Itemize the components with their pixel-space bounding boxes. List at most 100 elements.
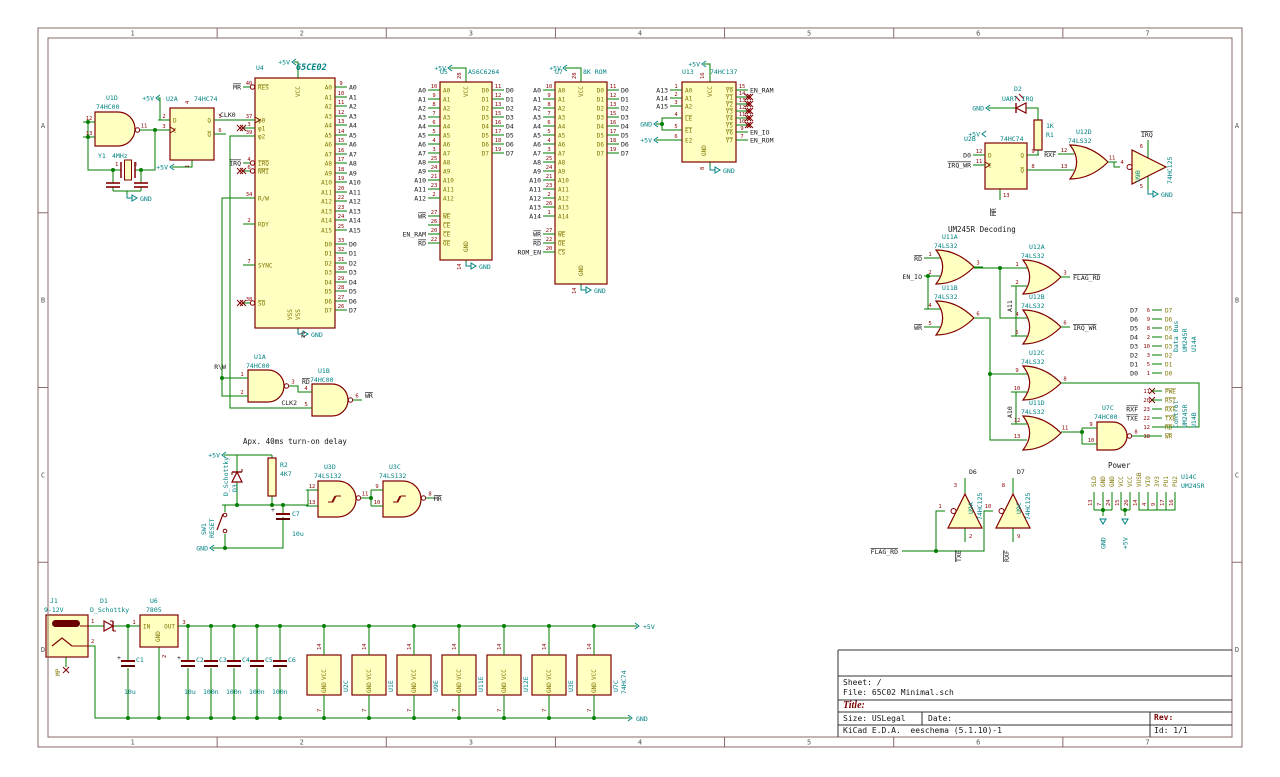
- resistor: [1033, 119, 1043, 151]
- svg-text:8: 8: [432, 102, 435, 108]
- svg-text:D1: D1: [506, 96, 514, 104]
- svg-text:B: B: [41, 297, 45, 305]
- svg-text:+: +: [117, 654, 121, 662]
- svg-text:8: 8: [547, 102, 550, 108]
- svg-text:4: 4: [1015, 312, 1019, 318]
- svg-text:D6: D6: [482, 142, 490, 149]
- svg-text:8: 8: [1063, 377, 1066, 383]
- svg-text:IRQ_WR: IRQ_WR: [1073, 324, 1097, 332]
- svg-text:D7: D7: [1017, 468, 1025, 476]
- svg-text:D5: D5: [1165, 326, 1173, 333]
- svg-text:D6: D6: [325, 299, 333, 306]
- svg-text:GND: GND: [479, 263, 491, 271]
- svg-text:9: 9: [1031, 149, 1034, 155]
- titleblock-date: Date:: [928, 714, 953, 723]
- svg-text:U11D: U11D: [1029, 399, 1045, 407]
- svg-text:5: 5: [807, 30, 811, 38]
- svg-text:U12D: U12D: [1076, 128, 1092, 136]
- svg-text:6: 6: [1140, 144, 1143, 150]
- svg-text:UM245R Decoding: UM245R Decoding: [948, 225, 1016, 234]
- svg-text:16: 16: [700, 72, 706, 79]
- svg-text:A5: A5: [418, 132, 426, 140]
- svg-text:D0: D0: [349, 241, 357, 249]
- svg-text:E2: E2: [685, 138, 693, 145]
- junction: [209, 716, 213, 720]
- svg-text:A5: A5: [558, 133, 566, 140]
- svg-text:26: 26: [338, 304, 345, 310]
- svg-text:U9A: U9A: [967, 502, 975, 514]
- svg-text:74HC137: 74HC137: [710, 68, 737, 76]
- svg-text:VCC: VCC: [295, 86, 302, 97]
- svg-text:D1: D1: [349, 250, 357, 258]
- svg-text:D: D: [173, 118, 177, 125]
- svg-text:A4: A4: [533, 123, 541, 131]
- svg-text:MR: MR: [434, 495, 442, 503]
- svg-text:2: 2: [300, 739, 304, 747]
- svg-text:3: 3: [247, 122, 250, 128]
- svg-text:9: 9: [1089, 422, 1092, 428]
- svg-text:TXE: TXE: [1126, 415, 1138, 423]
- svg-text:14: 14: [317, 643, 323, 650]
- junction: [270, 503, 274, 507]
- svg-text:4: 4: [247, 157, 251, 163]
- svg-text:A9: A9: [349, 170, 357, 178]
- power-unit-u1e: VCCGND147U1E74HC00: [351, 626, 403, 718]
- svg-text:D0: D0: [621, 87, 629, 95]
- svg-text:11: 11: [1062, 426, 1069, 432]
- svg-text:MR: MR: [233, 84, 241, 92]
- svg-text:100n: 100n: [249, 688, 265, 696]
- svg-text:U14C: U14C: [1181, 473, 1197, 481]
- svg-text:37: 37: [246, 114, 253, 120]
- svg-text:4: 4: [674, 112, 678, 118]
- svg-text:74HC125: 74HC125: [1166, 157, 1174, 184]
- svg-text:VCC: VCC: [321, 669, 328, 680]
- svg-text:1: 1: [928, 252, 931, 258]
- svg-text:LE: LE: [685, 116, 693, 123]
- svg-text:A11: A11: [558, 187, 569, 194]
- svg-text:J1: J1: [50, 597, 58, 605]
- svg-text:C6: C6: [288, 656, 296, 664]
- svg-text:12: 12: [610, 93, 617, 99]
- svg-text:Y7: Y7: [726, 138, 734, 145]
- svg-text:+5V: +5V: [968, 131, 980, 139]
- svg-text:D1: D1: [482, 97, 490, 104]
- svg-text:3: 3: [469, 739, 473, 747]
- svg-text:GND: GND: [594, 287, 606, 295]
- svg-text:20: 20: [431, 228, 438, 234]
- svg-text:10: 10: [739, 119, 746, 125]
- svg-text:9: 9: [1015, 368, 1018, 374]
- svg-text:A12: A12: [321, 199, 332, 206]
- junction: [255, 624, 259, 628]
- svg-text:D: D: [1235, 646, 1239, 654]
- svg-text:FLAG_RD: FLAG_RD: [871, 548, 898, 556]
- svg-text:19: 19: [338, 176, 345, 182]
- svg-text:U1E: U1E: [387, 680, 395, 692]
- svg-text:3: 3: [954, 483, 957, 489]
- svg-text:GND: GND: [1109, 476, 1116, 487]
- svg-text:3: 3: [134, 162, 137, 168]
- svg-text:A14: A14: [529, 213, 541, 221]
- svg-text:7: 7: [317, 709, 323, 712]
- svg-text:100n: 100n: [203, 688, 219, 696]
- svg-text:4: 4: [638, 30, 642, 38]
- svg-text:+5V: +5V: [142, 95, 154, 103]
- svg-text:A11: A11: [443, 187, 454, 194]
- svg-text:D7: D7: [325, 308, 333, 315]
- svg-text:D2: D2: [1165, 353, 1173, 360]
- svg-text:GND: GND: [321, 682, 328, 693]
- svg-text:15: 15: [338, 138, 345, 144]
- svg-text:U5: U5: [440, 68, 448, 76]
- svg-text:A3: A3: [325, 114, 333, 121]
- svg-text:D6: D6: [349, 298, 357, 306]
- svg-text:C4: C4: [242, 656, 250, 664]
- svg-text:2: 2: [300, 30, 304, 38]
- svg-text:+: +: [177, 654, 181, 662]
